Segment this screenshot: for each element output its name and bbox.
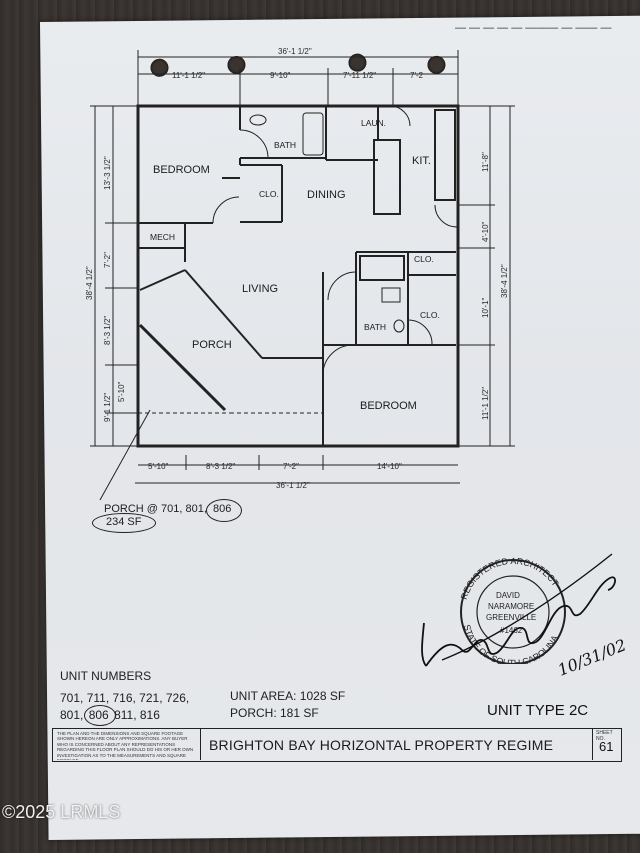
unit-numbers-line: 801, 806 811, 816 (60, 705, 189, 726)
room-label-kitchen: KIT. (412, 155, 431, 167)
dimension-right: 11'-1 1/2" (481, 387, 490, 420)
sheet-number: 61 (599, 739, 614, 754)
room-label-porch: PORCH (192, 339, 232, 351)
dimension-left: 5'-10" (117, 381, 126, 402)
unit-numbers-line: 701, 711, 716, 721, 726, (60, 691, 190, 705)
seal-number: #1462 (500, 626, 523, 635)
dimension-top: 9'-10" (270, 71, 291, 80)
room-label-mech: MECH (150, 232, 175, 242)
dimension-right-overall: 38'-4 1/2" (500, 264, 509, 298)
unit-area: UNIT AREA: 1028 SF (230, 689, 346, 703)
dimension-top: 7'-11 1/2" (343, 71, 376, 80)
dimension-left: 8'-3 1/2" (103, 316, 112, 345)
dimension-right: 11'-8" (481, 152, 490, 172)
seal-name: DAVID (496, 591, 520, 600)
room-label-dining: DINING (307, 189, 346, 201)
dimension-left-overall: 38'-4 1/2" (85, 266, 94, 300)
dimension-top: 11'-1 1/2" (172, 71, 205, 80)
dimension-top-overall: 36'-1 1/2" (278, 47, 312, 56)
dimension-bottom-overall: 36'-1 1/2" (276, 481, 310, 490)
sheet-label: SHEET NO. (596, 730, 613, 742)
area-summary: UNIT AREA: 1028 SF PORCH: 181 SF (230, 688, 345, 722)
room-label-closet: CLO. (414, 254, 434, 264)
copyright-watermark: ©2025 LRMLS (2, 802, 121, 822)
top-note: — — — — — ——— — —— — (455, 22, 612, 34)
dimension-right: 10'-1" (481, 297, 490, 318)
room-label-closet: CLO. (420, 310, 440, 320)
circle-mark (205, 499, 242, 522)
dimension-right: 4'-10" (481, 221, 490, 242)
room-label-bath: BATH (274, 140, 296, 150)
porch-area: 234 SF (92, 513, 156, 533)
dimension-bottom: 7'-2" (283, 462, 299, 471)
circle-mark (83, 705, 116, 726)
room-label-closet: CLO. (259, 189, 279, 199)
architect-signature (421, 553, 616, 667)
room-label-bedroom: BEDROOM (360, 400, 417, 412)
architect-seal: REGISTERED ARCHITECT STATE OF SOUTH CARO… (459, 556, 566, 664)
dimension-top: 7'-2 (410, 71, 424, 80)
dimension-bottom: 14'-10" (377, 462, 402, 471)
room-label-bedroom: BEDROOM (153, 164, 210, 176)
dimension-left: 9'-1 1/2" (103, 393, 112, 422)
porch-note-line: PORCH @ 701, 801, 806 (104, 499, 242, 522)
project-title: BRIGHTON BAY HORIZONTAL PROPERTY REGIME (209, 737, 554, 753)
dimension-left: 13'-3 1/2" (103, 156, 112, 190)
sheet-number-box: SHEET NO. 61 (592, 729, 621, 760)
dimension-left: 7'-2" (103, 252, 112, 268)
circle-mark (92, 513, 156, 533)
room-label-laundry: LAUN. (361, 118, 386, 128)
disclaimer-text: THE PLAN AND THE DIMENSIONS AND SQUARE F… (53, 729, 201, 760)
unit-numbers-heading: UNIT NUMBERS (60, 669, 152, 683)
dimension-bottom: 5'-10" (148, 462, 169, 471)
seal-name: NARAMORE (488, 602, 534, 611)
seal-city: GREENVILLE (486, 613, 536, 622)
porch-area-total: PORCH: 181 SF (230, 706, 319, 720)
dimension-bottom: 8'-3 1/2" (206, 462, 235, 471)
room-label-bath: BATH (364, 322, 386, 332)
room-label-living: LIVING (242, 283, 278, 295)
unit-type: UNIT TYPE 2C (487, 702, 589, 719)
title-block: THE PLAN AND THE DIMENSIONS AND SQUARE F… (52, 728, 622, 762)
exterior-wall (136, 104, 460, 448)
unit-numbers: UNIT NUMBERS 701, 711, 716, 721, 726, 80… (60, 668, 190, 726)
